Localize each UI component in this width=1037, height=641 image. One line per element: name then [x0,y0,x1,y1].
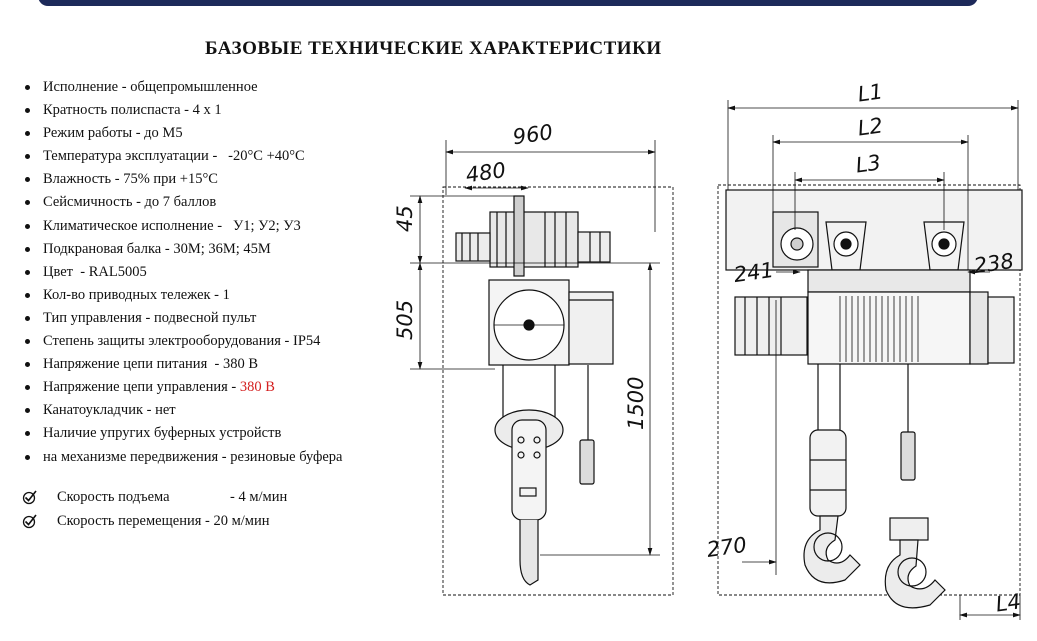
spec-item: Исполнение - общепромышленное [22,76,422,99]
spec-item: Наличие упругих буферных устройств [22,422,422,445]
dim-480: 480 [464,158,507,187]
spec-item: Температура эксплуатации - -20°С +40°С [22,145,422,168]
spec-list: Исполнение - общепромышленное Кратность … [22,76,422,469]
check-circle-icon [22,514,37,529]
page-title: БАЗОВЫЕ ТЕХНИЧЕСКИЕ ХАРАКТЕРИСТИКИ [205,38,662,59]
dim-L4: L4 [994,589,1022,616]
spec-item: Кратность полиспаста - 4 х 1 [22,99,422,122]
spec-item: Напряжение цепи управления - 380 В [22,376,422,399]
spec-item: Влажность - 75% при +15°С [22,168,422,191]
dim-960: 960 [511,120,554,149]
dim-505: 505 [393,300,417,340]
side-view [717,184,1023,609]
highlight-value: 380 В [239,379,275,396]
spec-item: Климатическое исполнение - У1; У2; У3 [22,215,422,238]
spec-item: Сейсмичность - до 7 баллов [22,191,422,214]
dim-1500: 1500 [624,377,648,430]
speed-item: Скорость подъема- 4 м/мин [22,485,287,509]
dim-L3: L3 [854,150,882,177]
side-view-dimensions [727,100,1021,620]
spec-item: Напряжение цепи питания - 380 В [22,353,422,376]
dim-L1: L1 [856,79,884,106]
dim-45: 45 [393,205,417,232]
front-view [442,186,674,596]
dim-241: 241 [732,258,775,287]
spec-item: Режим работы - до М5 [22,122,422,145]
dim-L2: L2 [856,113,884,140]
dim-270: 270 [705,533,748,562]
front-view-dimensions [410,140,660,556]
speed-list: Скорость подъема- 4 м/мин Скорость перем… [22,485,287,533]
spec-item: Кол-во приводных тележек - 1 [22,284,422,307]
top-banner-bar [38,0,978,6]
spec-item: Цвет - RAL5005 [22,261,422,284]
spec-item: Канатоукладчик - нет [22,399,422,422]
spec-item: Подкрановая балка - 30М; 36М; 45М [22,238,422,261]
spec-item: Степень защиты электрооборудования - IP5… [22,330,422,353]
spec-item: на механизме передвижения - резиновые бу… [22,446,422,469]
check-circle-icon [22,490,37,505]
speed-item: Скорость перемещения - 20 м/мин [22,509,287,533]
dim-238: 238 [972,249,1015,278]
spec-item: Тип управления - подвесной пульт [22,307,422,330]
